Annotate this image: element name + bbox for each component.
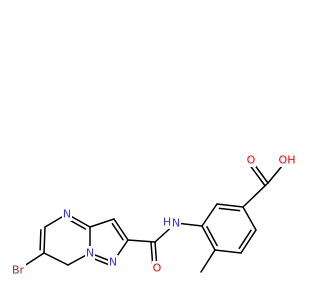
bond-c2-camide (127, 239, 156, 243)
bridgehead-nitrogen-label-bg (85, 246, 95, 260)
bromine-label: Br (12, 264, 25, 277)
amide-hydrogen-label-bg (162, 215, 172, 229)
background (0, 0, 300, 300)
bond-a6-a1-double (206, 225, 218, 247)
bond-c7-c6 (43, 252, 69, 266)
pyrimidine-nitrogen-label-bg (62, 207, 72, 221)
amide-oxygen-label: O (153, 262, 162, 275)
bromine-label-bg (10, 263, 26, 277)
bond-a4-a5-double (238, 229, 252, 250)
bond-a3-a4 (242, 206, 257, 231)
amide-hydrogen-label: H (163, 216, 171, 229)
hydroxyl-label: OH (279, 154, 296, 167)
bond-a2-a3-double (218, 207, 241, 212)
bond-c3-c2 (113, 218, 129, 241)
acid-oxygen-label-bg (246, 153, 256, 167)
bond-a6-a1 (201, 225, 216, 251)
amide-nitrogen-label-bg (171, 216, 181, 230)
pyrimidine-nitrogen-label: N (63, 208, 71, 221)
bond-a5-a6 (214, 249, 242, 254)
bond-c3-c2-double (111, 222, 124, 241)
pyrazole-nitrogen-label: N (109, 256, 117, 269)
bond-c3a-c3 (89, 218, 115, 228)
amide-oxygen-label-bg (152, 261, 162, 275)
pyrazole-nitrogen-label-bg (108, 255, 118, 269)
hydroxyl-label-bg (278, 153, 296, 167)
bond-a3-cacid (242, 182, 269, 208)
bond-a1-a2 (201, 203, 218, 227)
bond-c6-c5-double (39, 229, 42, 251)
amide-nitrogen-label: N (172, 217, 180, 230)
bond-c6-c5 (43, 226, 46, 254)
bond-a6-methyl (200, 249, 216, 273)
bridgehead-nitrogen-label: N (86, 247, 94, 260)
bond-a2-a3 (216, 203, 244, 208)
bond-a4-a5 (240, 229, 257, 254)
acid-oxygen-label: O (247, 154, 256, 167)
